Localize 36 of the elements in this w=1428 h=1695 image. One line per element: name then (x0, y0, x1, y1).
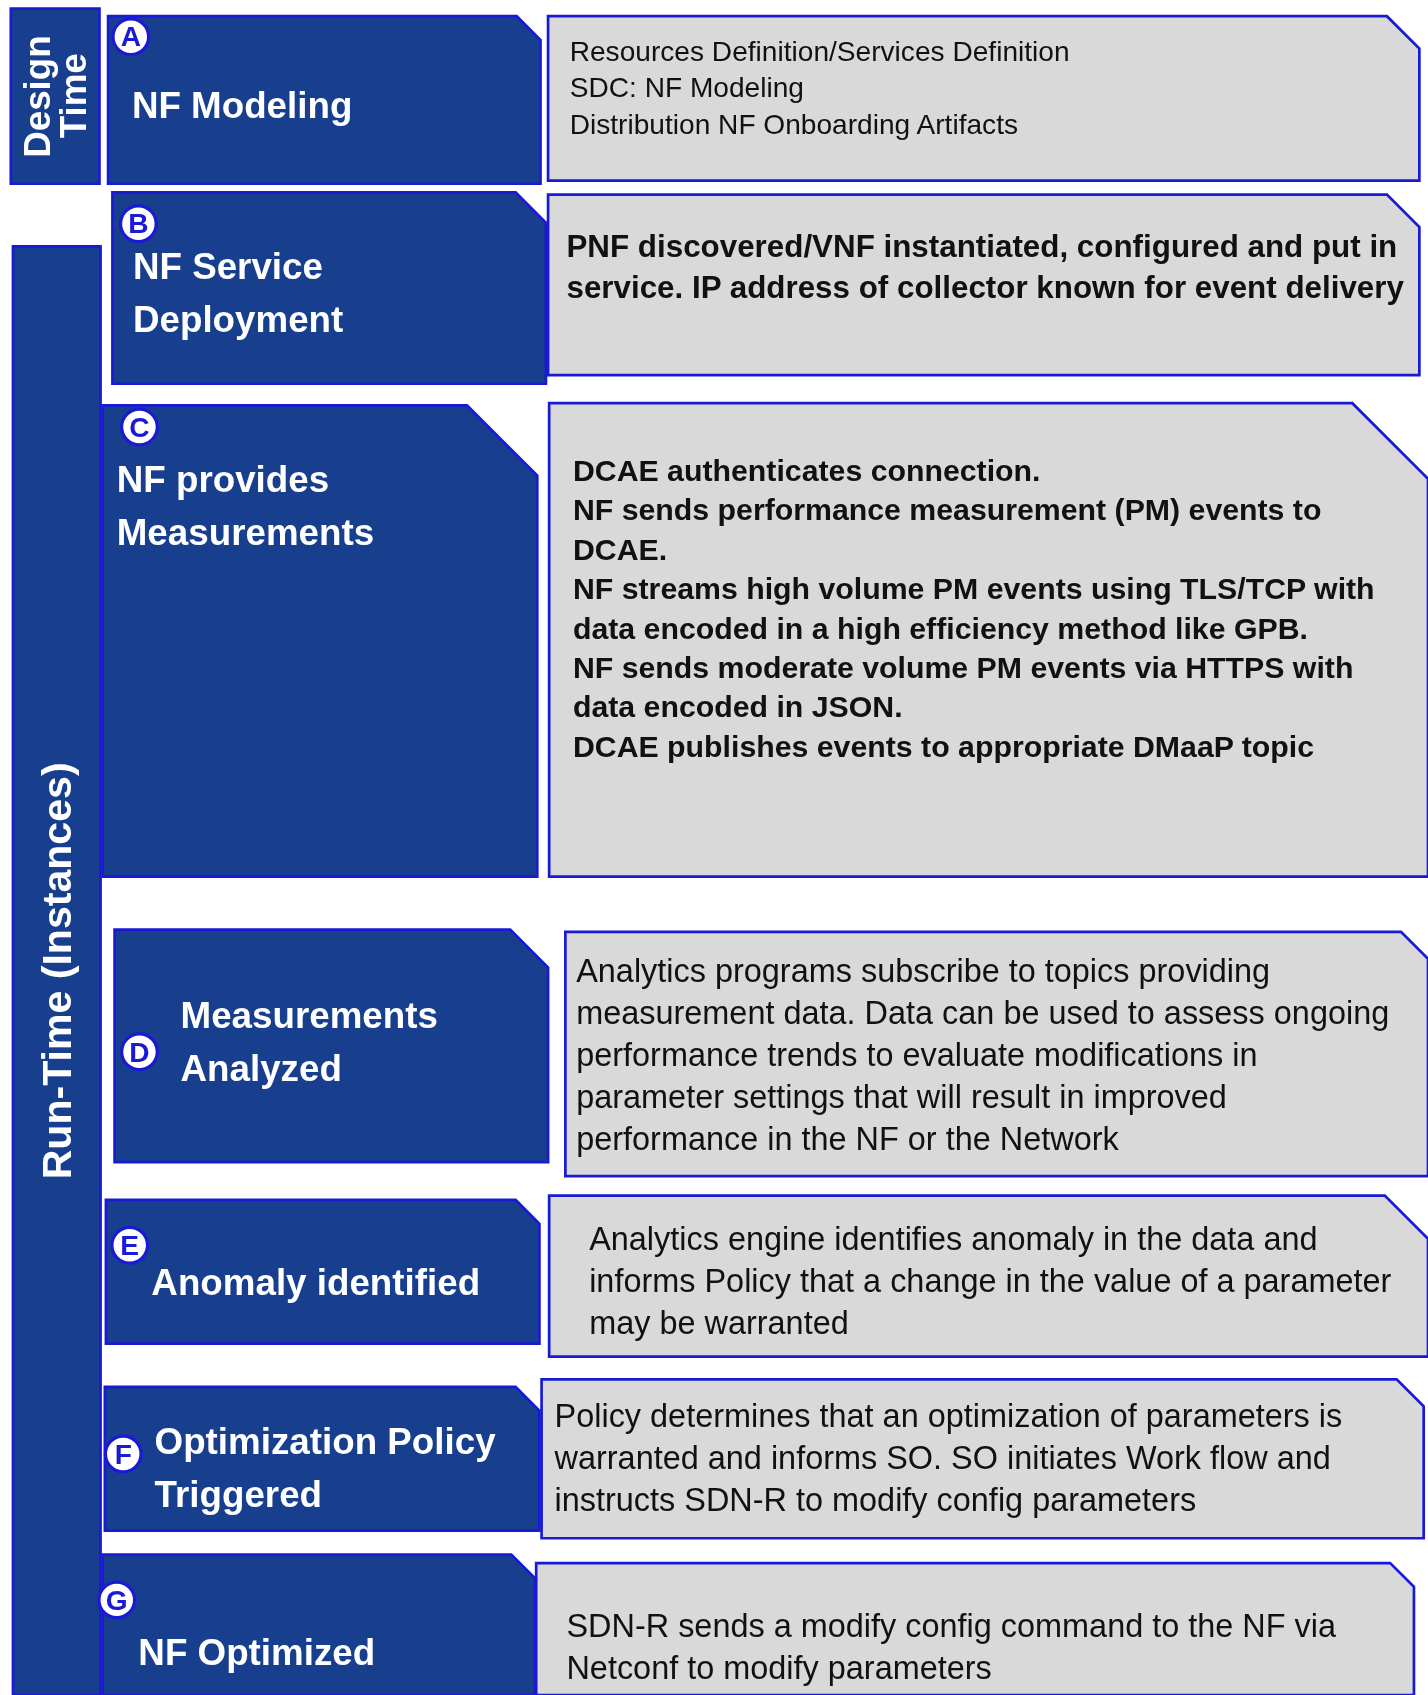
step-title: Anomaly identified (151, 1260, 482, 1305)
phase-label: Design Time (18, 33, 92, 160)
description-text: NF sends performance measurement (PM) events to DCAE. (572, 492, 1323, 569)
step-title: NF provides Measurements (116, 457, 376, 555)
description-text: Resources Definition/Services Definition (569, 33, 1071, 69)
phase-label: Run-Time (Instances) (36, 762, 78, 1180)
description-box (549, 403, 1428, 877)
description-text: Analytics engine identifies anomaly in the data and informs Policy that a change in the value of a parameter may be warranted (589, 1219, 1393, 1343)
description-text: Policy determines that an optimization of parameters is warranted and informs SO. SO initiates Work flow and instructs SDN-R to modify config parameters (554, 1396, 1344, 1520)
description-text: Distribution NF Onboarding Artifacts (569, 106, 1019, 143)
step-box (108, 16, 541, 184)
step-box (114, 929, 549, 1163)
description-box (565, 931, 1428, 1177)
description-text: SDN-R sends a modify config command to the NF via Netconf to modify parameters (566, 1606, 1338, 1688)
description-box (548, 194, 1420, 376)
description-text: DCAE authenticates connection. (572, 453, 1042, 490)
step-box (105, 1199, 540, 1344)
step-box (104, 1386, 540, 1531)
step-title: NF Optimized (138, 1630, 377, 1675)
step-box (102, 405, 538, 877)
step-title: Measurements Analyzed (180, 993, 439, 1091)
description-box (541, 1379, 1424, 1539)
description-box (549, 1195, 1428, 1357)
description-text: NF streams high volume PM events using TLS/TCP with data encoded in a high efficiency method like GPB. (572, 571, 1376, 647)
step-title: NF Modeling (131, 83, 354, 128)
step-title: NF Service Deployment (132, 244, 345, 342)
description-text: Analytics programs subscribe to topics providing measurement data. Data can be used to assess ongoing performance trends to evaluate modifications in parameter settings that will result in improved performance in the NF or the Network (576, 951, 1391, 1159)
description-text: NF sends moderate volume PM events via HTTPS with data encoded in JSON. (572, 649, 1355, 726)
phase-band (10, 8, 100, 184)
step-title: Optimization Policy Triggered (154, 1419, 497, 1517)
step-box (112, 192, 546, 384)
description-box (536, 1563, 1414, 1695)
description-box (548, 16, 1420, 181)
description-text: SDC: NF Modeling (569, 70, 805, 106)
description-text: PNF discovered/VNF instantiated, configured and put in service. IP address of collector known for event delivery (566, 228, 1405, 307)
description-text: DCAE publishes events to appropriate DMaaP topic (572, 728, 1316, 765)
